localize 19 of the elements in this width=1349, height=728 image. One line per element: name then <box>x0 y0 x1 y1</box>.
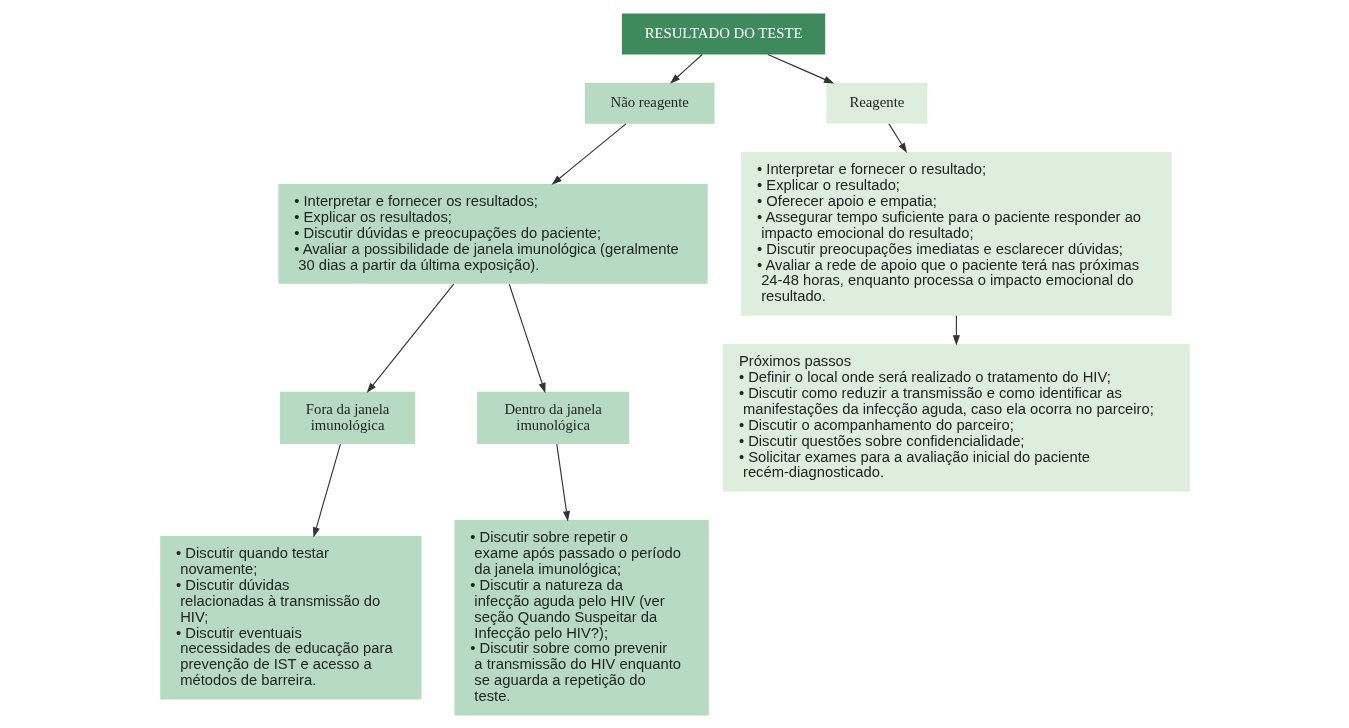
node-box: Não reagente <box>584 82 714 124</box>
node-box: RESULTADO DO TESTE <box>621 13 825 54</box>
node-box: • Discutir quando testar novamente; • Discutir dúvidas relacionadas à transmissão do HIV; • Discutir eventuais necessidades de educação para prevenção de IST e acesso a métodos de barreira. <box>159 535 421 700</box>
arrow <box>669 53 703 84</box>
arrow <box>766 53 834 83</box>
arrow <box>887 122 907 153</box>
arrow <box>366 283 454 393</box>
arrow <box>508 283 546 393</box>
arrow <box>551 122 626 185</box>
arrow <box>312 443 341 538</box>
node-box: • Interpretar e fornecer o resultado; • Explicar o resultado; • Oferecer apoio e empatia; • Assegurar tempo suficiente para o paciente responder ao impacto emocional do resultado; • Discutir preocupações imediatas e esclarecer dúvidas; • Avaliar a rede de apoio que o paciente terá nas próximas 24-48 horas, enquanto processa o impacto emocional do resultado. <box>740 151 1172 316</box>
node-box: Próximos passos • Definir o local onde será realizado o tratamento do HIV; • Discutir como reduzir a transmissão e como identificar as manifestações da infecção aguda, caso ela ocorra no parceiro; • Discutir o acompanhamento do parceiro; • Discutir questões sobre confidencialidade; • Solicitar exames para a avaliação inicial do paciente recém-diagnosticado. <box>722 343 1190 492</box>
node-box: • Interpretar e fornecer os resultados; • Explicar os resultados; • Discutir dúvidas e preocupações do paciente; • Avaliar a possibilidade de janela imunológica (geralmente 30 dias a partir da última exposição). <box>277 183 708 284</box>
node-box: Fora da janela imunológica <box>279 391 415 444</box>
arrow <box>555 443 570 521</box>
node-box: • Discutir sobre repetir o exame após passado o período da janela imunológica; • Discutir a natureza da infecção aguda pelo HIV (ver seção Quando Suspeitar da Infecção pelo HIV?); • Discutir sobre como prevenir a transmissão do HIV enquanto se aguarda a repetição do teste. <box>453 519 709 715</box>
node-box: Reagente <box>825 82 927 124</box>
arrow <box>952 314 960 345</box>
node-box: Dentro da janela imunológica <box>476 391 629 444</box>
